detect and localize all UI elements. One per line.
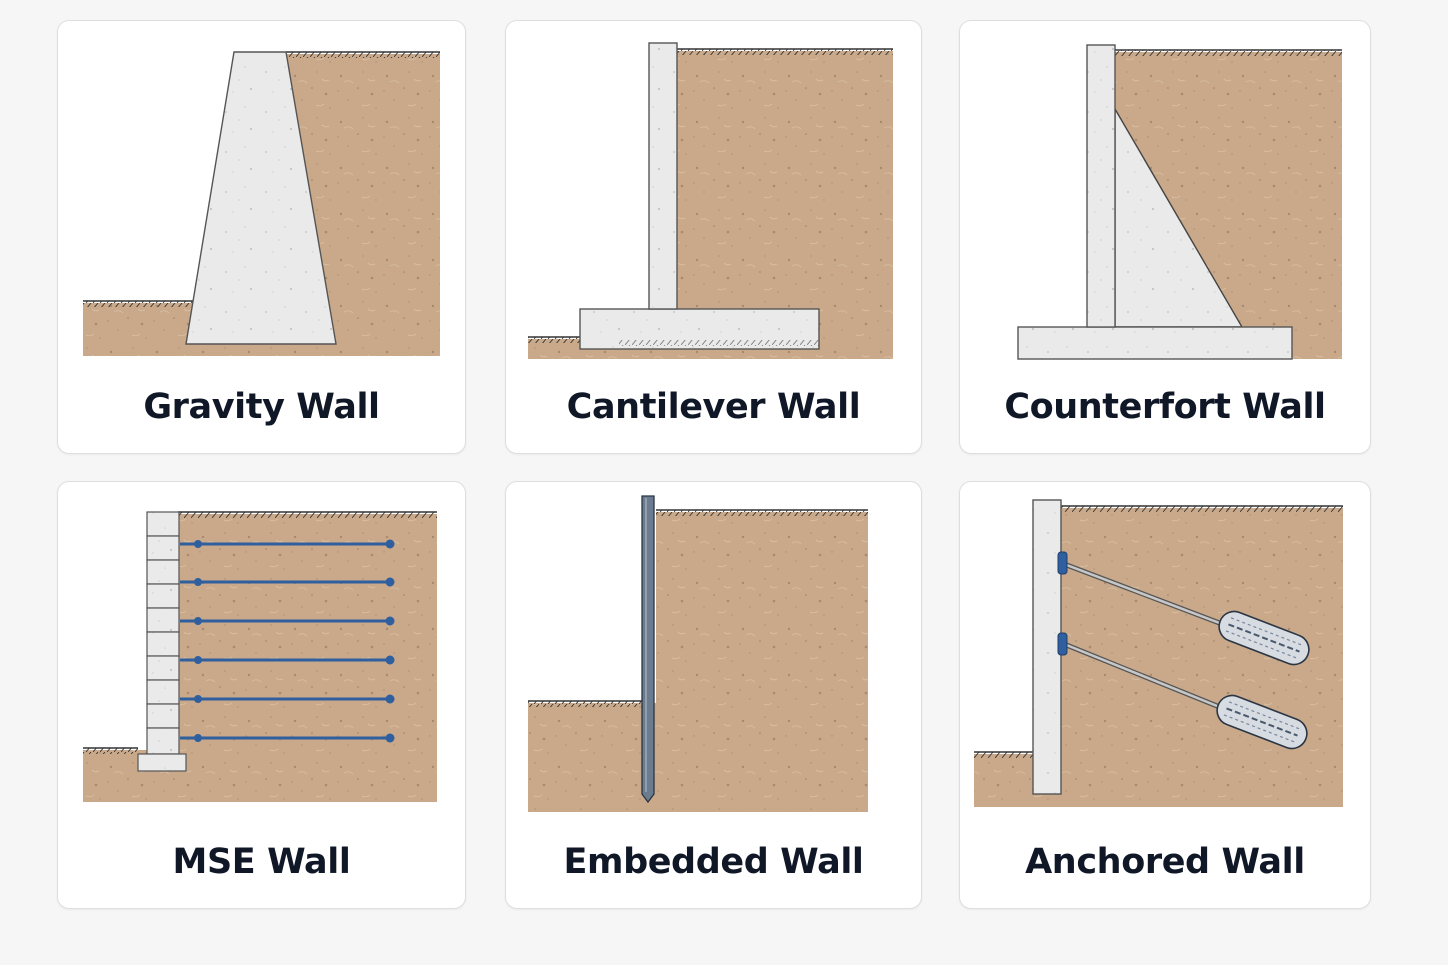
mse-wall-card: MSE Wall: [57, 481, 466, 909]
counterfort-base-slab: [1017, 326, 1293, 360]
ground-hatch: [1060, 506, 1343, 512]
embedded-wall-card: Embedded Wall: [505, 481, 922, 909]
counterfort-wall-diagram: [1017, 44, 1342, 360]
front-soil: [528, 703, 658, 812]
counterfort-wall-card: Counterfort Wall: [959, 20, 1371, 454]
ground-hatch: [83, 748, 138, 754]
wall-label: MSE Wall: [172, 842, 351, 882]
cantilever-wall-card: Cantilever Wall: [505, 20, 922, 454]
ground-hatch: [656, 510, 868, 516]
counterfort-stem: [1086, 44, 1116, 328]
wall-label: Embedded Wall: [563, 842, 864, 882]
wall-label: Cantilever Wall: [566, 387, 861, 427]
wall-label: Counterfort Wall: [1004, 387, 1326, 427]
reinforcement-strips: [180, 539, 395, 743]
gravity-wall-diagram: [83, 51, 440, 356]
embedded-wall-diagram: [528, 495, 868, 812]
anchored-wall-diagram: [974, 499, 1343, 807]
retained-soil: [178, 514, 437, 802]
ground-hatch: [528, 337, 580, 343]
anchor-heads: [1057, 551, 1068, 656]
mse-wall-diagram: [83, 511, 437, 802]
anchored-wall-card: Anchored Wall: [959, 481, 1371, 909]
ground-hatch: [676, 49, 893, 55]
footing-hatch: [619, 340, 819, 346]
retained-soil: [676, 51, 893, 359]
anchored-wall-panel: [1032, 499, 1062, 795]
ground-hatch: [528, 701, 642, 707]
gravity-wall-shape: [185, 51, 337, 345]
wall-label: Anchored Wall: [1025, 842, 1305, 882]
cantilever-wall-diagram: [528, 42, 893, 359]
gravity-wall-card: Gravity Wall: [57, 20, 466, 454]
wall-label: Gravity Wall: [143, 387, 380, 427]
cantilever-stem: [648, 42, 678, 310]
ground-anchors: [1063, 561, 1310, 750]
mse-facing-panels: [146, 511, 180, 755]
ground-hatch: [974, 752, 1034, 758]
ground-hatch: [286, 52, 440, 58]
ground-hatch: [83, 301, 193, 307]
ground-hatch: [178, 512, 437, 518]
embedded-sheet-pile: [641, 495, 655, 804]
retained-soil: [656, 512, 868, 812]
mse-leveling-pad: [137, 753, 187, 772]
ground-hatch: [1115, 50, 1342, 56]
